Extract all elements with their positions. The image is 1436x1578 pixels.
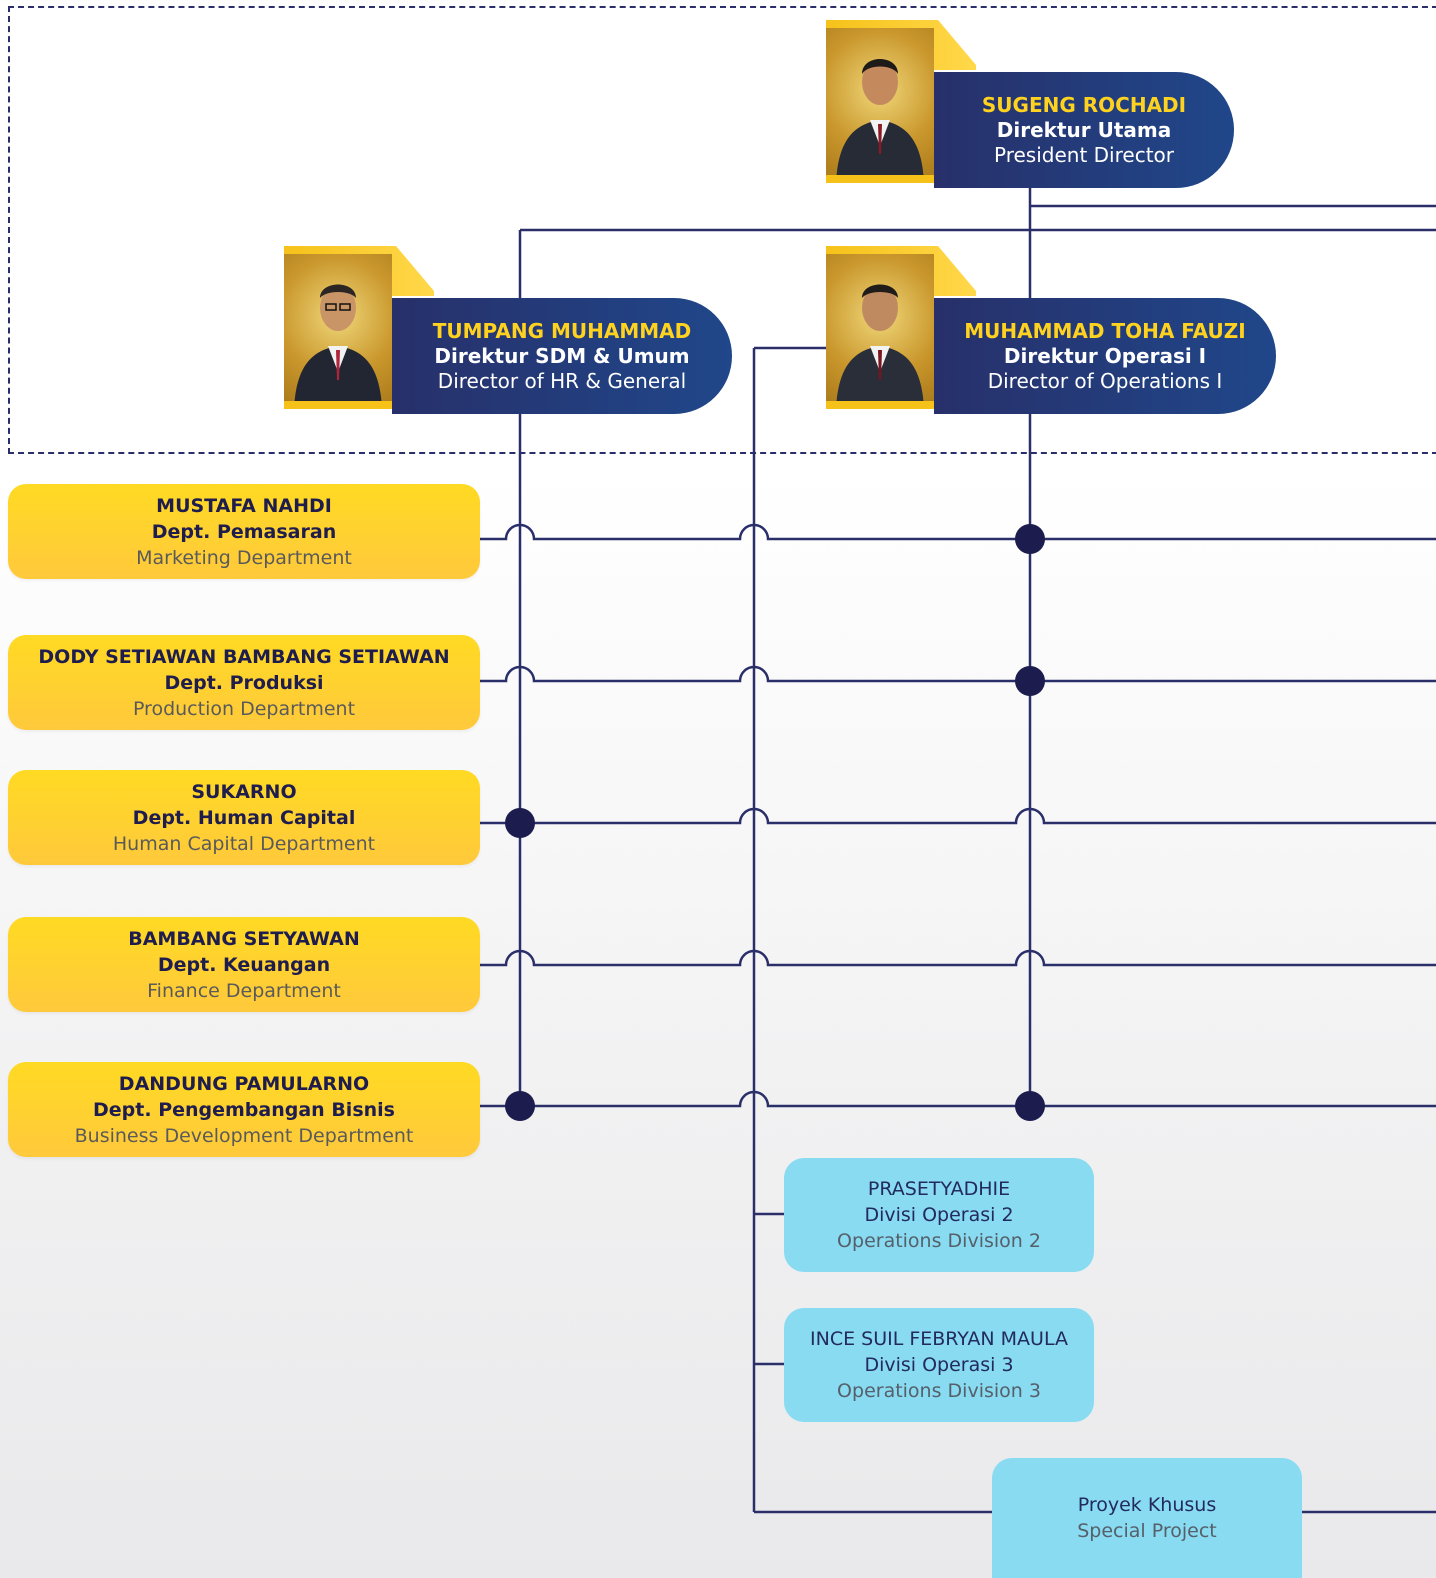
line-dept-hc: [480, 807, 1436, 825]
department-title-id: Dept. Pengembangan Bisnis: [93, 1098, 395, 1121]
department-title-id: Dept. Human Capital: [132, 806, 356, 829]
director-card-hr: TUMPANG MUHAMMAD Direktur SDM & Umum Dir…: [284, 246, 744, 416]
director-nameplate: SUGENG ROCHADI Direktur Utama President …: [934, 72, 1234, 188]
director-title-en: Director of HR & General: [437, 368, 687, 393]
division-card-operations-3: INCE SUIL FEBRYAN MAULA Divisi Operasi 3…: [784, 1308, 1094, 1422]
department-head-name: DANDUNG PAMULARNO: [118, 1072, 370, 1095]
division-title-id: Divisi Operasi 2: [864, 1204, 1014, 1226]
junction-node: [1015, 524, 1045, 554]
division-title-en: Operations Division 3: [837, 1380, 1041, 1402]
line-dept-bizdev: [480, 1090, 1436, 1108]
director-name: MUHAMMAD TOHA FAUZI: [964, 318, 1246, 343]
department-card-marketing: MUSTAFA NAHDI Dept. Pemasaran Marketing …: [8, 484, 480, 579]
person-silhouette-icon: [294, 284, 382, 409]
person-silhouette-icon: [836, 59, 924, 183]
line-dept-production: [480, 665, 1436, 683]
department-card-business-development: DANDUNG PAMULARNO Dept. Pengembangan Bis…: [8, 1062, 480, 1157]
department-title-en: Business Development Department: [74, 1124, 414, 1147]
line-dept-finance: [480, 949, 1436, 967]
department-title-id: Dept. Keuangan: [157, 953, 331, 976]
director-name: SUGENG ROCHADI: [981, 92, 1187, 117]
division-head-name: INCE SUIL FEBRYAN MAULA: [810, 1328, 1068, 1350]
department-card-finance: BAMBANG SETYAWAN Dept. Keuangan Finance …: [8, 917, 480, 1012]
junction-node: [505, 1091, 535, 1121]
department-title-en: Marketing Department: [136, 546, 352, 569]
department-head-name: MUSTAFA NAHDI: [156, 494, 332, 517]
special-project-title-en: Special Project: [1077, 1520, 1217, 1542]
line-dept-marketing: [480, 523, 1436, 541]
director-photo: [826, 28, 934, 183]
junction-node: [1015, 1091, 1045, 1121]
department-title-id: Dept. Pemasaran: [151, 520, 337, 543]
director-title-id: Direktur SDM & Umum: [434, 343, 690, 368]
director-title-id: Direktur Utama: [996, 117, 1172, 142]
department-head-name: BAMBANG SETYAWAN: [128, 927, 360, 950]
division-title-en: Operations Division 2: [837, 1230, 1041, 1252]
special-project-card: Proyek Khusus Special Project: [992, 1458, 1302, 1578]
junction-node: [1015, 666, 1045, 696]
department-head-name: DODY SETIAWAN BAMBANG SETIAWAN: [38, 645, 450, 668]
director-nameplate: MUHAMMAD TOHA FAUZI Direktur Operasi I D…: [934, 298, 1276, 414]
director-nameplate: TUMPANG MUHAMMAD Direktur SDM & Umum Dir…: [392, 298, 732, 414]
department-title-en: Production Department: [132, 697, 356, 720]
director-title-en: Director of Operations I: [987, 368, 1223, 393]
director-card-president: SUGENG ROCHADI Direktur Utama President …: [826, 20, 1286, 190]
board-of-directors-frame: [8, 6, 1436, 454]
person-silhouette-icon: [836, 284, 924, 409]
division-title-id: Divisi Operasi 3: [864, 1354, 1014, 1376]
department-card-human-capital: SUKARNO Dept. Human Capital Human Capita…: [8, 770, 480, 865]
junction-node: [505, 808, 535, 838]
director-card-operations: MUHAMMAD TOHA FAUZI Direktur Operasi I D…: [826, 246, 1286, 416]
director-title-en: President Director: [994, 142, 1174, 167]
department-title-id: Dept. Produksi: [164, 671, 324, 694]
department-head-name: SUKARNO: [191, 780, 297, 803]
director-photo: [284, 254, 392, 409]
director-photo: [826, 254, 934, 409]
division-card-operations-2: PRASETYADHIE Divisi Operasi 2 Operations…: [784, 1158, 1094, 1272]
director-name: TUMPANG MUHAMMAD: [432, 318, 692, 343]
department-title-en: Finance Department: [147, 979, 341, 1002]
director-title-id: Direktur Operasi I: [1003, 343, 1207, 368]
department-title-en: Human Capital Department: [112, 832, 376, 855]
special-project-title-id: Proyek Khusus: [1077, 1494, 1217, 1516]
department-card-production: DODY SETIAWAN BAMBANG SETIAWAN Dept. Pro…: [8, 635, 480, 730]
division-head-name: PRASETYADHIE: [867, 1178, 1011, 1200]
